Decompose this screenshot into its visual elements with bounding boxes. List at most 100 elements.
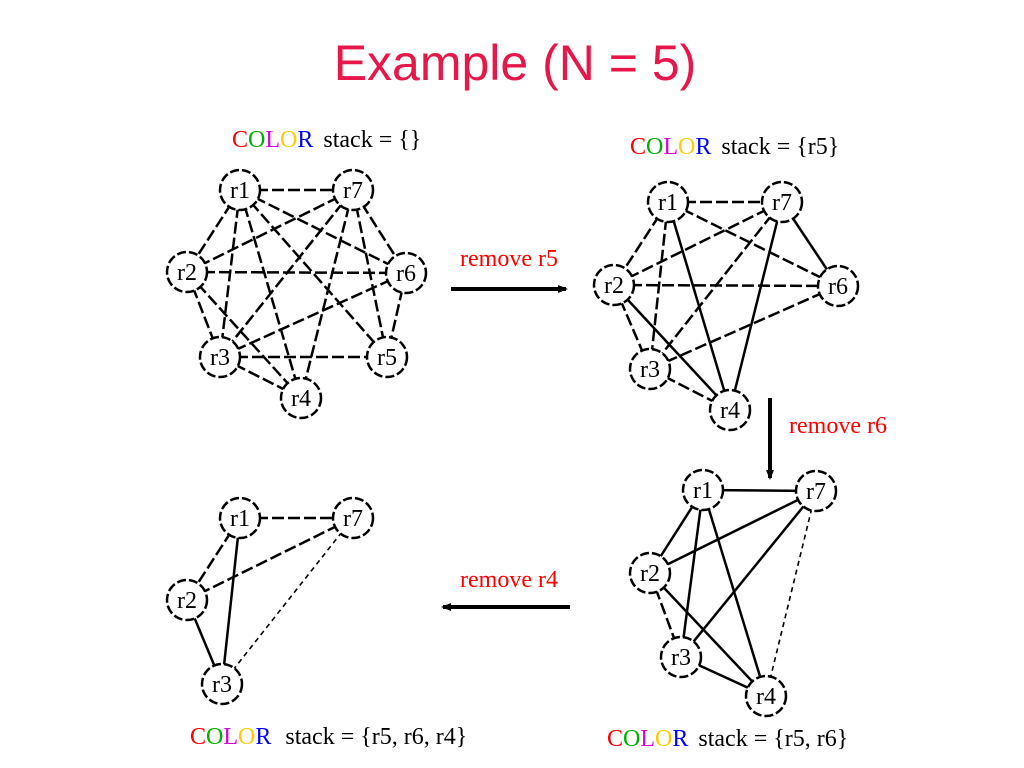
color-letter: L [223,724,238,750]
graph-step-3: r1 r2 r3 r4 r7 [628,468,838,718]
color-letter: C [190,724,206,750]
node-label-r4: r4 [720,398,740,424]
color-letter: O [206,724,223,750]
edge-r1-r5 [239,189,388,358]
edge-r7-r2 [186,188,354,274]
node-r7 [794,469,838,513]
color-letter: R [297,127,313,153]
color-letter: O [238,724,255,750]
node-r3 [628,347,672,391]
page-title: Example (N = 5) [334,35,697,91]
node-label-r3: r3 [210,345,230,371]
node-label-r2: r2 [177,260,197,286]
node-r4 [279,376,323,420]
node-label-r2: r2 [604,273,624,299]
node-label-r1: r1 [658,190,678,216]
graph-step-4: r1 r2 r3 r7 [165,496,375,706]
edge-r1-r3 [220,517,242,685]
node-label-r6: r6 [828,274,848,300]
stack-text: stack = {} [323,127,421,153]
edge-r1-r3 [218,189,242,358]
node-label-r7: r7 [343,506,363,532]
edge-r2-r6 [186,270,407,275]
edge-r7-r4 [299,189,355,399]
edge-r7-r3 [221,517,354,685]
color-letter: R [255,724,271,750]
stack-text: stack = {r5, r6} [698,726,848,752]
node-label-r2: r2 [177,588,197,614]
color-letter: C [607,726,623,752]
edge-r2-r6 [613,283,839,288]
node-label-r6: r6 [396,261,416,287]
color-letter: O [646,134,663,160]
edge-r1-r4 [238,189,303,399]
edge-r1-r3 [648,201,670,370]
color-letter: C [232,127,248,153]
color-letter: R [695,134,711,160]
node-r2 [165,250,209,294]
color-letter: R [672,726,688,752]
node-label-r3: r3 [640,357,660,383]
color-letter: O [623,726,640,752]
node-r3 [198,335,242,379]
node-label-r2: r2 [640,561,660,587]
node-r4 [708,388,752,432]
node-r7 [331,168,375,212]
graph-step-2: r1 r2 r3 r4 r6 r7 [592,180,860,432]
node-r4 [744,674,788,718]
node-label-r1: r1 [693,478,713,504]
node-label-r3: r3 [671,645,691,671]
edge-r6-r3 [219,271,407,359]
stack-text: stack = {r5, r6, r4} [285,724,467,750]
node-r3 [200,662,244,706]
color-letter: L [640,726,655,752]
edge-r2-r4 [613,284,731,411]
node-r7 [760,180,804,224]
edge-r6-r3 [649,284,839,371]
color-letter: O [280,127,297,153]
color-letter: O [678,134,695,160]
node-r2 [628,551,672,595]
node-r2 [165,578,209,622]
edge-r1-r3 [679,489,705,658]
node-r1 [681,468,725,512]
node-label-r5: r5 [377,345,397,371]
node-label-r4: r4 [756,684,776,710]
node-r6 [816,264,860,308]
node-r6 [384,251,428,295]
edge-r7-r2 [186,516,354,602]
node-label-r7: r7 [343,178,363,204]
edge-r2-r4 [649,572,767,697]
node-label-r1: r1 [230,506,250,532]
edge-r7-r2 [613,200,783,287]
node-label-r7: r7 [772,190,792,216]
node-r5 [365,335,409,379]
color-letter: C [630,134,646,160]
stack-text: stack = {r5} [721,134,839,160]
edge-r1-r6 [667,200,839,288]
node-label-r3: r3 [212,672,232,698]
graph-step-1: r1 r2 r3 r4 r5 r6 r7 [165,168,428,420]
color-letter: O [248,127,265,153]
color-letter: O [655,726,672,752]
step-label-remove-r4: remove r4 [460,567,558,593]
color-letter: L [663,134,678,160]
color-letter: L [265,127,280,153]
edge-r7-r2 [649,489,817,575]
node-r3 [659,635,703,679]
node-label-r7: r7 [806,479,826,505]
node-r1 [646,180,690,224]
node-label-r1: r1 [230,178,250,204]
step-label-remove-r5: remove r5 [460,246,558,272]
edge-r2-r4 [186,271,302,399]
node-r2 [592,263,636,307]
node-label-r4: r4 [291,386,311,412]
